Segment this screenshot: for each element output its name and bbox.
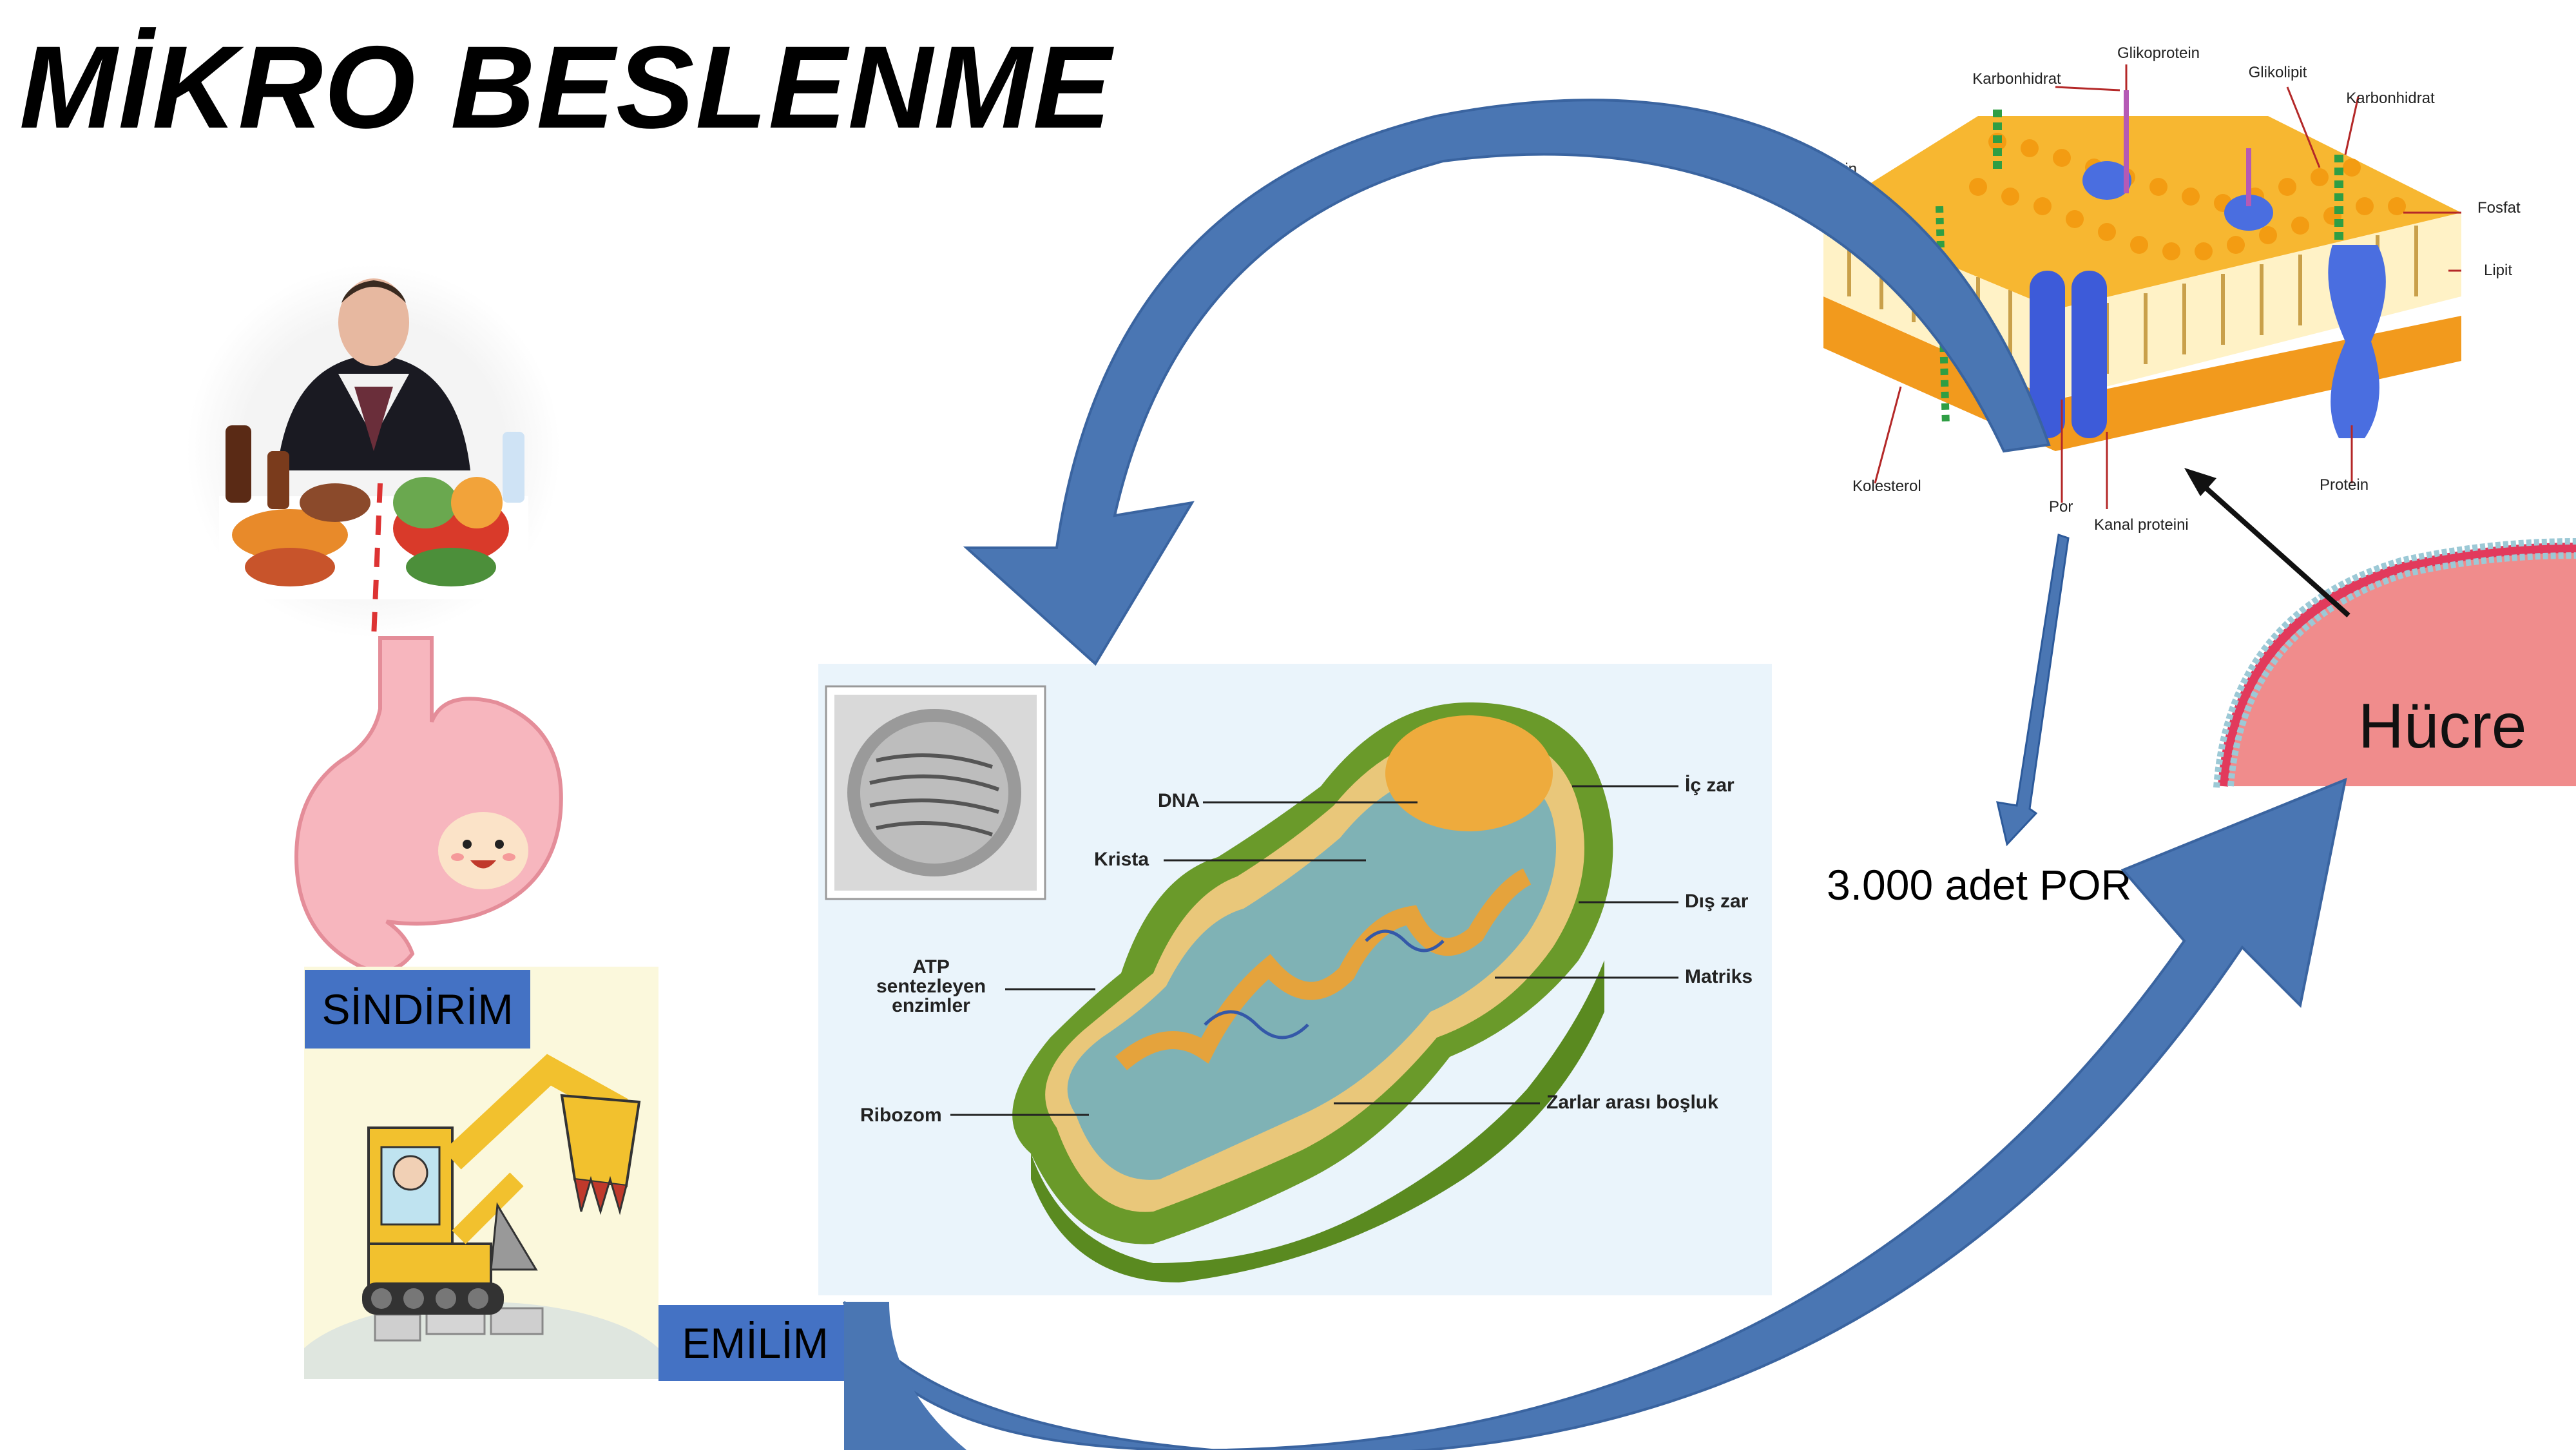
label-kanal-proteini: Kanal proteini bbox=[2094, 516, 2189, 534]
cell-label: Hücre bbox=[2358, 690, 2527, 761]
label-glikoprotein: Glikoprotein bbox=[2117, 44, 2200, 62]
arrow-por-down bbox=[1996, 534, 2070, 847]
pointer-line bbox=[2195, 478, 2350, 617]
cell-illustration bbox=[2213, 538, 2576, 788]
arrow-emilim-base bbox=[844, 1302, 966, 1450]
arrow-emilim-to-cell bbox=[843, 777, 2347, 1450]
stomach-illustration bbox=[294, 636, 563, 973]
page-title: MİKRO BESLENME bbox=[19, 21, 1113, 153]
label-atp-line3: enzimler bbox=[892, 995, 970, 1016]
label-atp-line2: sentezleyen bbox=[876, 976, 986, 997]
por-count-label: 3.000 adet POR bbox=[1827, 861, 2132, 909]
label-matriks: Matriks bbox=[1685, 966, 1753, 987]
label-kolesterol: Kolesterol bbox=[1852, 478, 1921, 495]
label-lipit: Lipit bbox=[2484, 262, 2512, 279]
sindirim-label: SİNDİRİM bbox=[305, 970, 530, 1049]
label-dna: DNA bbox=[1158, 790, 1200, 811]
label-ribozom: Ribozom bbox=[860, 1105, 942, 1126]
eating-man-illustration bbox=[187, 264, 561, 639]
label-glikolipit: Glikolipit bbox=[2249, 64, 2307, 81]
mitochondria-diagram: DNA Krista ATP sentezleyen enzimler Ribo… bbox=[818, 664, 1772, 1295]
label-karbonhidrat-right: Karbonhidrat bbox=[2346, 90, 2435, 107]
label-zarlar-arasi: Zarlar arası boşluk bbox=[1546, 1092, 1718, 1113]
label-dis-zar: Dış zar bbox=[1685, 891, 1749, 912]
arrow-membrane-to-mitochondria bbox=[963, 99, 2051, 666]
label-fosfat: Fosfat bbox=[2477, 199, 2521, 217]
pointer-head bbox=[2184, 468, 2216, 496]
label-krista: Krista bbox=[1094, 849, 1149, 870]
label-atp-line1: ATP bbox=[912, 956, 950, 978]
label-por: Por bbox=[2049, 498, 2073, 516]
label-ic-zar: İç zar bbox=[1685, 775, 1735, 796]
label-karbonhidrat-left: Karbonhidrat bbox=[1972, 70, 2061, 88]
emilim-label: EMİLİM bbox=[658, 1305, 852, 1381]
label-protein: Protein bbox=[2320, 476, 2369, 494]
